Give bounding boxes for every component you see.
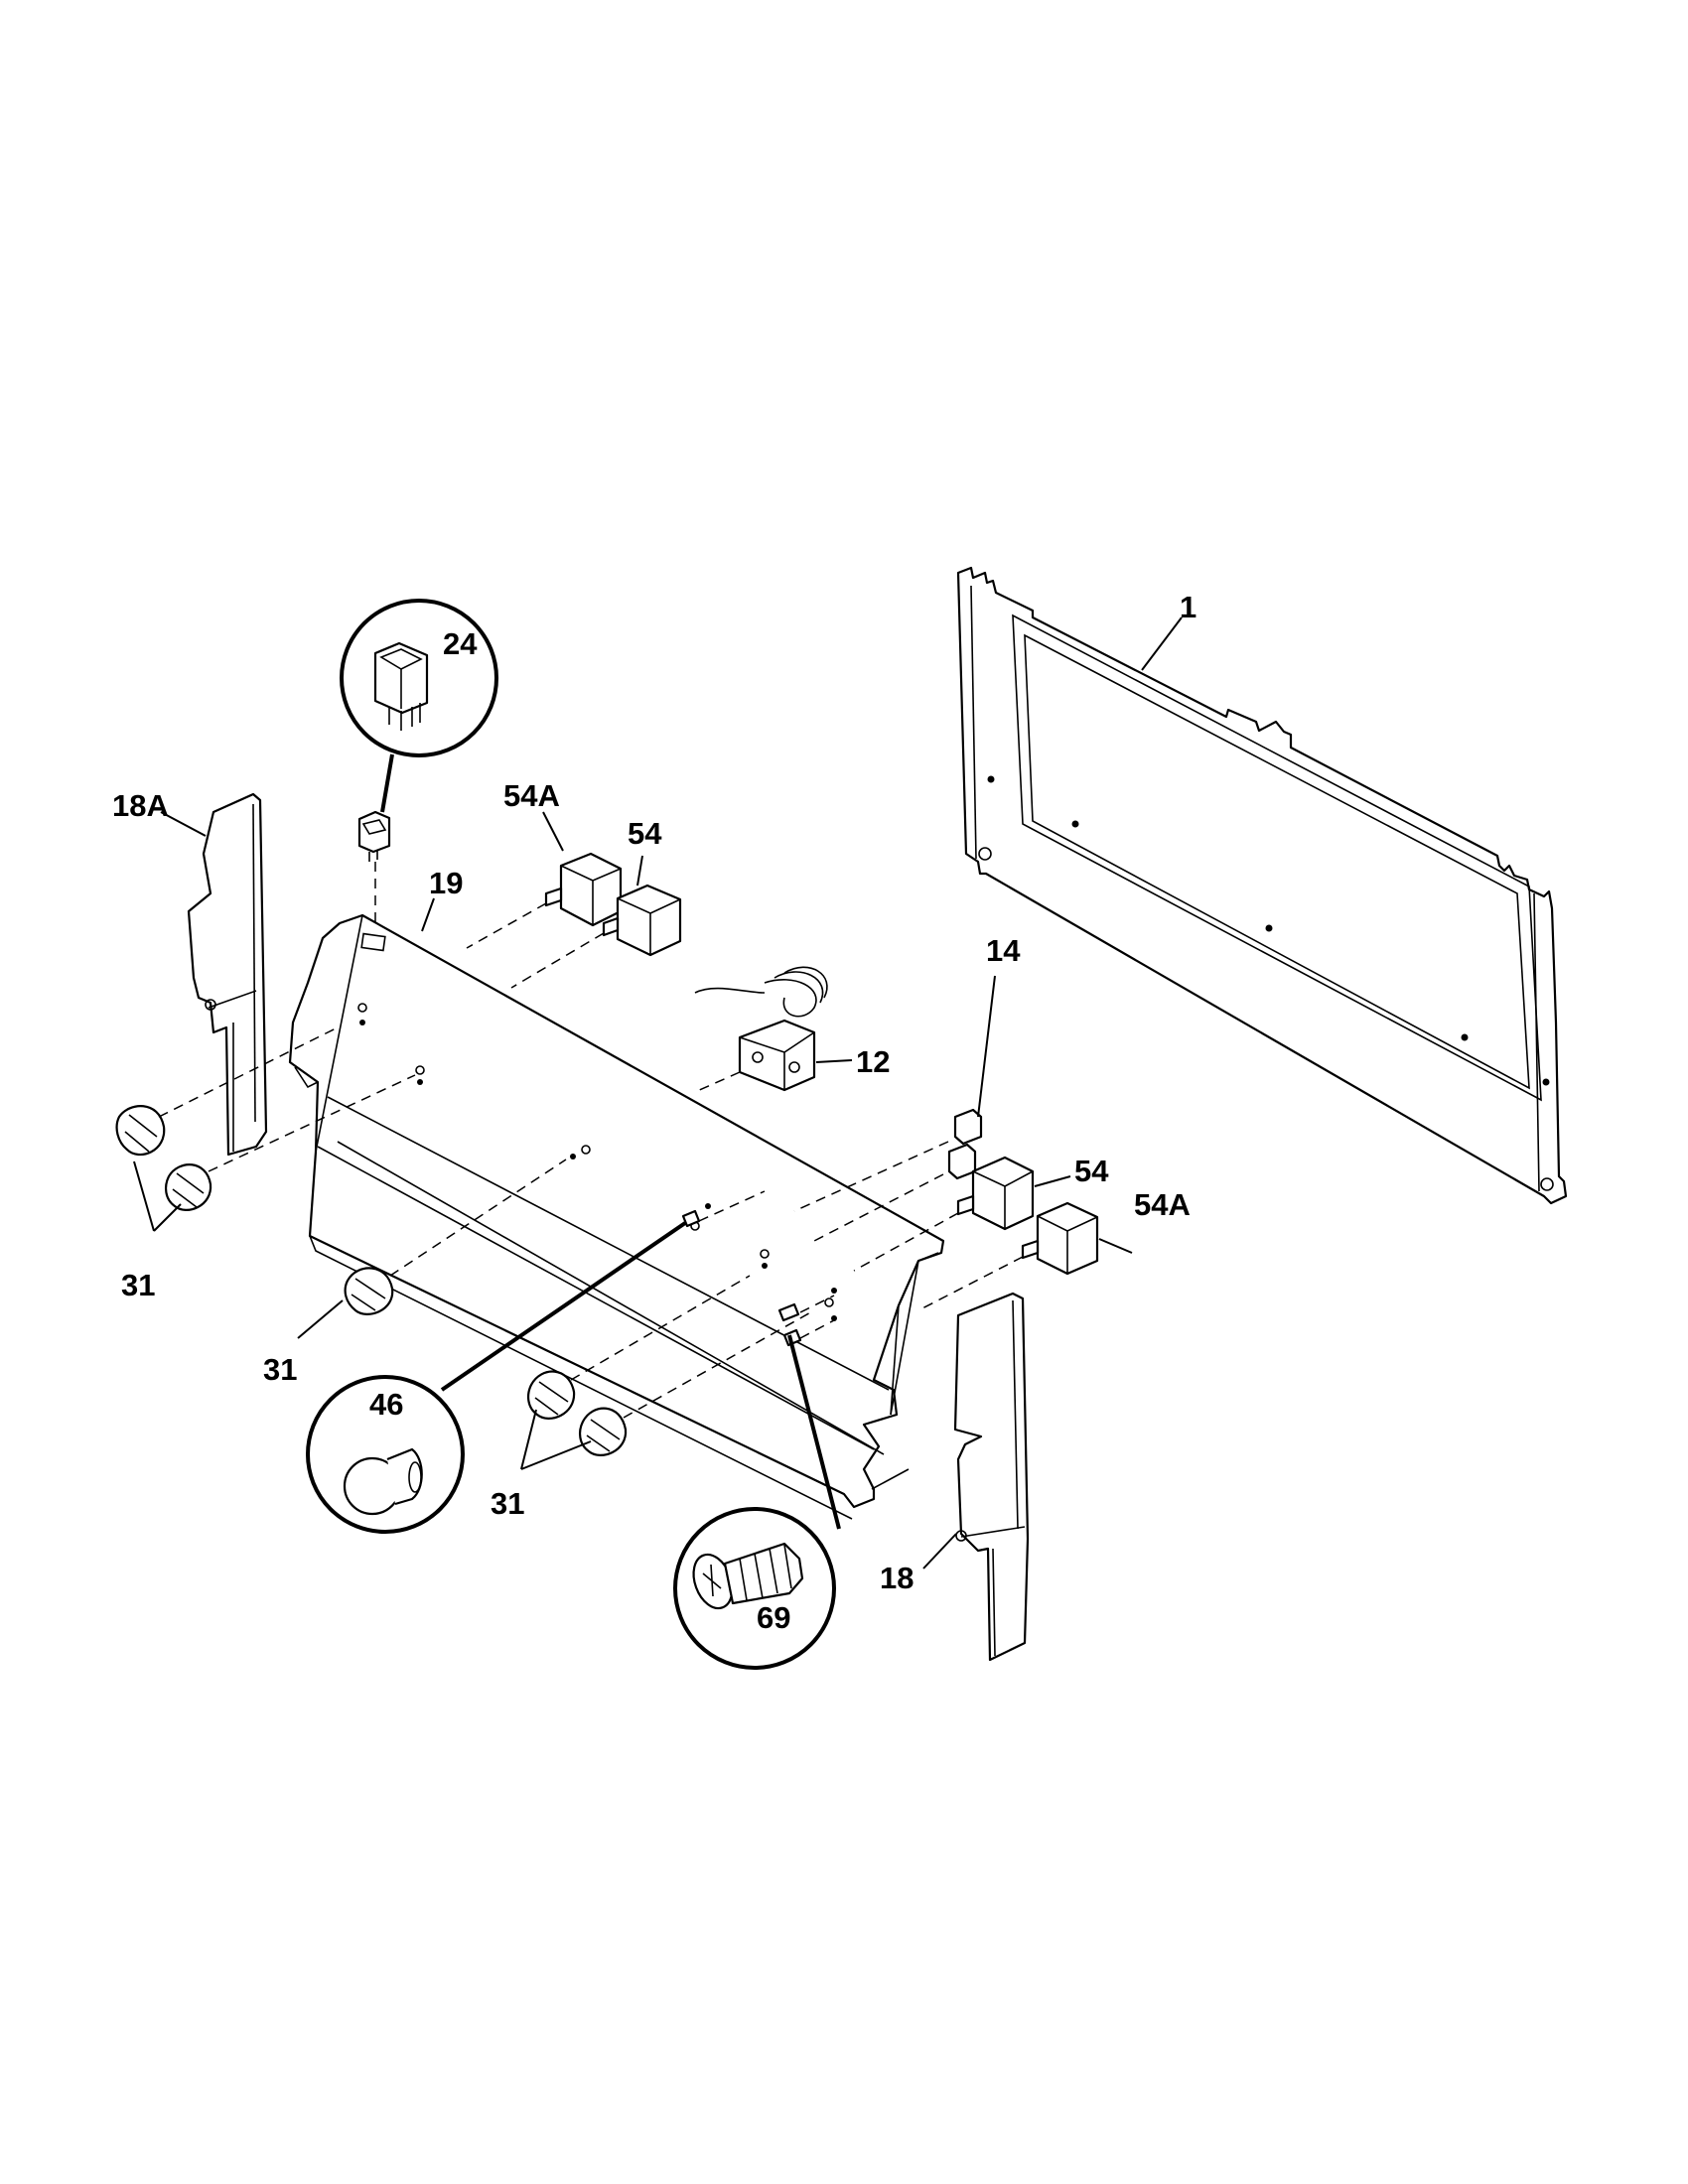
infinite-switch-part-54-top — [510, 884, 682, 989]
label-part-31-mid: 31 — [263, 1352, 297, 1387]
left-end-cap-part-18a — [187, 792, 268, 1157]
infinite-switch-part-54-right — [853, 1156, 1071, 1272]
label-part-18: 18 — [880, 1561, 914, 1595]
knob-part-31-a — [115, 1026, 339, 1157]
label-part-31-left: 31 — [121, 1268, 155, 1302]
rocker-switch-part-24 — [340, 599, 498, 928]
label-part-54a-top: 54A — [503, 778, 560, 813]
label-part-54a-right: 54A — [1134, 1187, 1191, 1222]
label-part-18a: 18A — [112, 788, 169, 823]
knob-part-31-c — [344, 1159, 567, 1315]
screw-part-69 — [673, 1295, 841, 1670]
label-part-54-top: 54 — [628, 816, 662, 851]
rear-panel-part-1 — [956, 566, 1568, 1205]
knob-part-31-b — [164, 1074, 416, 1211]
label-part-14: 14 — [986, 933, 1021, 968]
knob-part-31-d — [526, 1275, 751, 1420]
label-part-24: 24 — [443, 626, 478, 661]
callout-labels: 1 18A 24 54A 54 19 14 12 54 54A 31 31 46… — [112, 590, 1196, 1635]
push-button-part-46 — [306, 1190, 766, 1534]
infinite-switch-part-54a-right — [917, 1201, 1133, 1311]
label-part-69: 69 — [757, 1600, 790, 1635]
label-part-46: 46 — [369, 1387, 403, 1422]
label-part-54-right: 54 — [1074, 1154, 1109, 1188]
right-end-cap-part-18 — [953, 1292, 1030, 1662]
label-part-31-bottom: 31 — [491, 1486, 524, 1521]
label-part-19: 19 — [429, 866, 463, 900]
label-part-12: 12 — [856, 1044, 890, 1079]
thermostat-part-12 — [694, 966, 853, 1093]
leader-lines — [133, 616, 1183, 1570]
infinite-switch-part-54a-top — [466, 852, 623, 949]
knob-part-31-e — [578, 1309, 815, 1456]
label-part-1: 1 — [1180, 590, 1196, 624]
